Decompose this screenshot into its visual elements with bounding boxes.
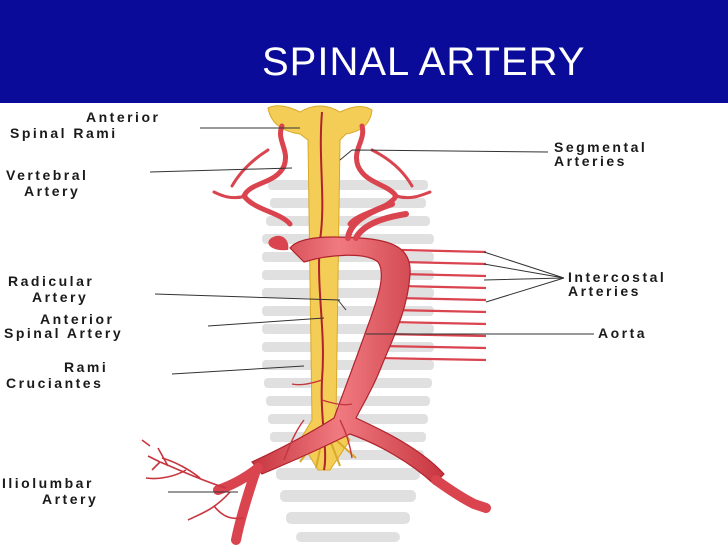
spinal-artery-diagram: Anterior Spinal Rami Vertebral Artery Ra… — [2, 105, 673, 545]
aorta — [213, 201, 491, 545]
intercostal-branches — [375, 248, 487, 362]
title-bar: SPINAL ARTERY — [0, 0, 728, 103]
iliolumbar-branches — [141, 439, 245, 521]
label-aorta: Aorta — [598, 325, 647, 341]
label-anterior-spinal-artery: Anterior Spinal Artery — [4, 311, 123, 341]
label-radicular-artery: Radicular Artery — [8, 273, 101, 305]
label-iliolumbar-artery: Iliolumbar Artery — [2, 475, 100, 507]
label-vertebral-artery: Vertebral Artery — [6, 167, 95, 199]
rami-cruciantes-vessels — [283, 379, 353, 461]
leader-lines — [149, 127, 594, 493]
label-anterior-spinal-rami: Anterior Spinal Rami — [10, 109, 167, 141]
label-segmental-arteries: Segmental Arteries — [554, 139, 654, 169]
label-intercostal-arteries: Intercostal Arteries — [568, 269, 673, 299]
slide-title: SPINAL ARTERY — [262, 40, 586, 84]
label-rami-cruciantes: Rami Cruciantes — [6, 359, 115, 391]
